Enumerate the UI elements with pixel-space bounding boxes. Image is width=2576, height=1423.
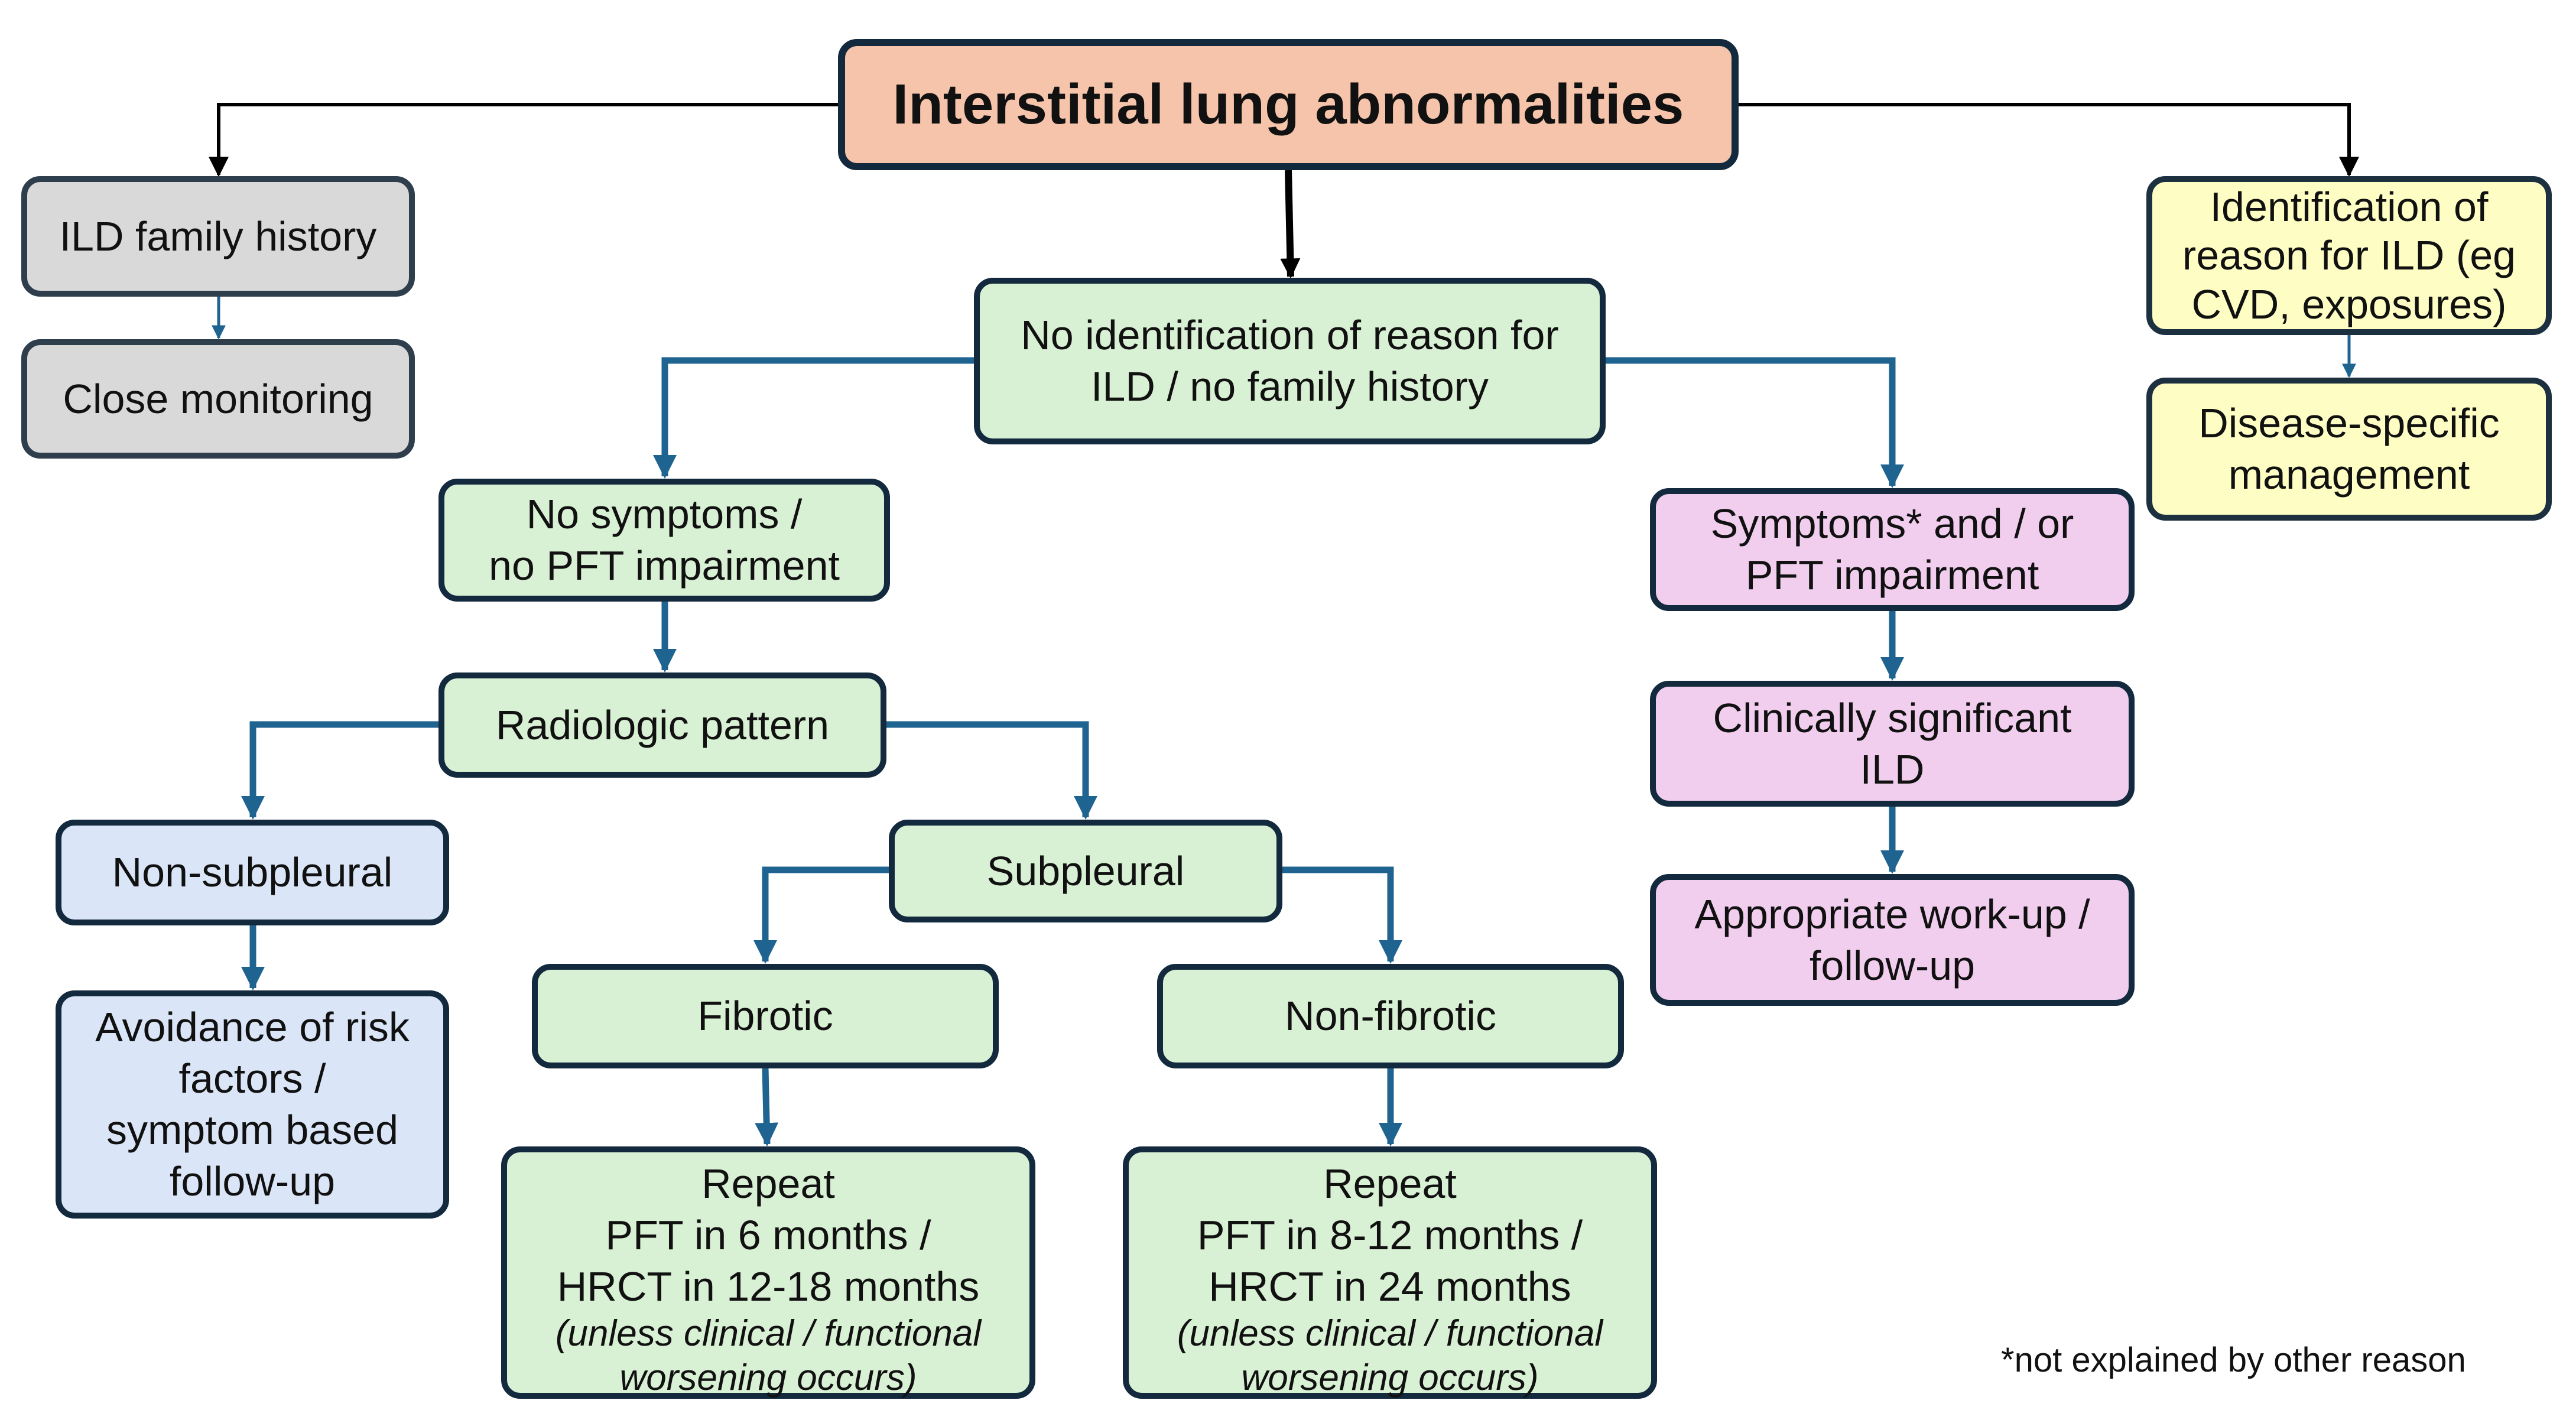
- clinically-significant-ild-label: Clinically significant ILD: [1713, 694, 2072, 792]
- close-monitoring-node: Close monitoring: [21, 339, 415, 459]
- connector-root-to-identified-reason: [1739, 103, 2359, 177]
- subpleural-label: Subpleural: [986, 847, 1185, 894]
- non-fibrotic-node: Non-fibrotic: [1157, 964, 1624, 1068]
- symptoms-label: Symptoms* and / or PFT impairment: [1710, 501, 2074, 598]
- fibrotic-node: Fibrotic: [532, 964, 999, 1068]
- root-label: Interstitial lung abnormalities: [892, 73, 1684, 137]
- clinically-significant-ild-node: Clinically significant ILD: [1650, 681, 2135, 807]
- appropriate-work-up-node: Appropriate work-up / follow-up: [1650, 874, 2135, 1006]
- subpleural-node: Subpleural: [889, 820, 1282, 922]
- connector-fibrotic-to-repeat: [755, 1068, 779, 1146]
- no-symptoms-label: No symptoms / no PFT impairment: [489, 491, 840, 589]
- connector-radiologic-to-subpleural: [886, 721, 1097, 820]
- radiologic-pattern-node: Radiologic pattern: [438, 672, 886, 778]
- non-subpleural-label: Non-subpleural: [112, 849, 393, 896]
- repeat-non-fibrotic-node: Repeat PFT in 8-12 months / HRCT in 24 m…: [1123, 1146, 1657, 1399]
- disease-specific-management-label: Disease-specific management: [2198, 400, 2500, 498]
- footnote: *not explained by other reason: [2001, 1341, 2466, 1379]
- radiologic-pattern-label: Radiologic pattern: [495, 701, 830, 748]
- identification-of-reason-node: Identification of reason for ILD (eg CVD…: [2146, 176, 2552, 335]
- root-node: Interstitial lung abnormalities: [838, 39, 1739, 170]
- no-identification-node: No identification of reason for ILD / no…: [974, 278, 1606, 444]
- connector-root-to-no-identification: [1280, 170, 1301, 279]
- close-monitoring-label: Close monitoring: [63, 375, 373, 422]
- avoidance-of-risk-factors-label: Avoidance of risk factors / symptom base…: [95, 1004, 410, 1204]
- identification-of-reason-label: Identification of reason for ILD (eg CVD…: [2182, 183, 2516, 327]
- disease-specific-management-node: Disease-specific management: [2146, 378, 2552, 521]
- fibrotic-label: Fibrotic: [697, 993, 833, 1039]
- no-symptoms-node: No symptoms / no PFT impairment: [438, 479, 890, 602]
- repeat-non-fibrotic-note: (unless clinical / functional worsening …: [1177, 1313, 1603, 1398]
- connector-no-identification-to-no-symptoms: [653, 357, 974, 479]
- connector-root-to-family-history: [209, 103, 838, 177]
- repeat-non-fibrotic-label: Repeat PFT in 8-12 months / HRCT in 24 m…: [1197, 1161, 1583, 1310]
- non-fibrotic-label: Non-fibrotic: [1285, 993, 1496, 1039]
- connector-radiologic-to-non-subpleural: [241, 721, 438, 820]
- repeat-fibrotic-note: (unless clinical / functional worsening …: [555, 1313, 982, 1398]
- connector-no-identification-to-symptoms: [1606, 357, 1904, 488]
- symptoms-node: Symptoms* and / or PFT impairment: [1650, 488, 2135, 611]
- repeat-fibrotic-node: Repeat PFT in 6 months / HRCT in 12-18 m…: [501, 1146, 1035, 1399]
- ild-family-history-label: ILD family history: [59, 213, 377, 259]
- connector-subpleural-to-non-fibrotic: [1282, 866, 1402, 964]
- non-subpleural-node: Non-subpleural: [56, 820, 449, 925]
- ild-family-history-node: ILD family history: [21, 176, 415, 297]
- avoidance-of-risk-factors-node: Avoidance of risk factors / symptom base…: [56, 990, 449, 1219]
- connector-subpleural-to-fibrotic: [753, 866, 889, 964]
- repeat-fibrotic-label: Repeat PFT in 6 months / HRCT in 12-18 m…: [557, 1161, 980, 1310]
- no-identification-label: No identification of reason for ILD / no…: [1021, 312, 1559, 410]
- appropriate-work-up-label: Appropriate work-up / follow-up: [1694, 891, 2090, 989]
